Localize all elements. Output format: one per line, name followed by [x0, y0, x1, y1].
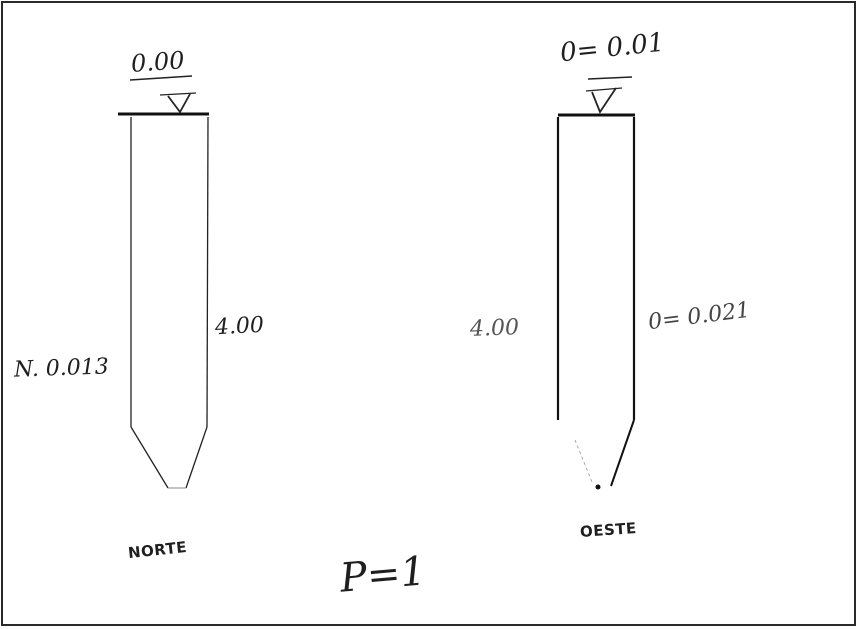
left-level-marker — [167, 93, 191, 114]
left-side-value-label: N. 0.013 — [13, 354, 110, 383]
right-tip-dot — [595, 484, 601, 490]
right-top-underline — [587, 76, 633, 80]
left-wall-right — [206, 116, 209, 428]
right-taper-right — [610, 419, 635, 487]
left-column-drawing — [118, 75, 209, 489]
left-taper-right — [185, 426, 208, 489]
left-top-level-label: 0.00 — [130, 46, 186, 78]
right-level-marker — [591, 87, 617, 114]
right-caption: OESTE — [579, 519, 638, 541]
left-top-underline — [129, 75, 193, 81]
page-mark: P=1 — [338, 548, 428, 602]
left-level-bar — [159, 92, 197, 96]
right-depth-label: 4.00 — [469, 315, 520, 342]
left-depth-label: 4.00 — [214, 312, 265, 341]
right-taper-left — [574, 439, 593, 483]
right-column-drawing — [556, 76, 636, 490]
left-taper-left — [130, 426, 169, 489]
right-level-bar — [585, 87, 623, 92]
